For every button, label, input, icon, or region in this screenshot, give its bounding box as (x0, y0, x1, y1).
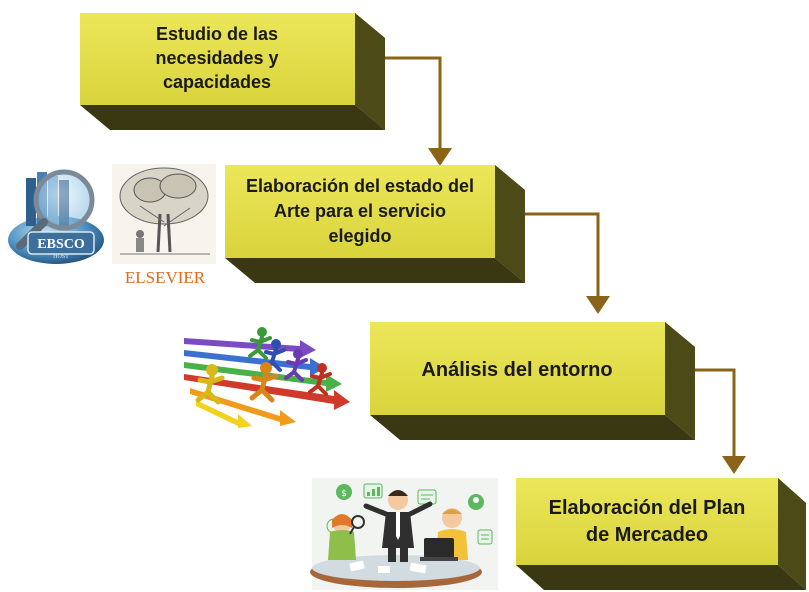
step-box-3-front (370, 322, 665, 415)
step-box-2-bottom (225, 258, 525, 283)
person-laptop-figure (420, 508, 468, 561)
runner-figure-yellow-icon (195, 364, 225, 405)
magnifier-lens-icon (33, 169, 95, 231)
meeting-table-top (312, 555, 480, 581)
magnifier-icon (351, 515, 365, 529)
runner-figure-red-icon (308, 363, 332, 396)
svg-text:$: $ (341, 489, 347, 499)
step-box-4-line-2: de Mercadeo (586, 524, 708, 546)
step-box-3-line-1: Análisis del entorno (421, 359, 612, 381)
step-box-4-line-1: Elaboración del Plan (549, 497, 746, 519)
person-woman-figure (328, 514, 365, 560)
step-box-4-side (778, 478, 806, 590)
race-arrows-illustration (184, 327, 350, 428)
step-box-3-bottom (370, 415, 695, 440)
elsevier-label: ELSEVIER (125, 268, 206, 287)
idea-bubble-icon (468, 494, 484, 510)
chat-bubble-icon: $ (336, 484, 352, 500)
step-box-2-side (495, 165, 525, 283)
ebsco-sub-label: HOST (53, 254, 69, 260)
step-box-1-front (80, 13, 355, 105)
connector-1 (360, 56, 452, 166)
runner-figure-blue-icon (262, 339, 286, 372)
connector-2-arrowhead (586, 296, 610, 314)
chart-card-icon (363, 483, 383, 499)
runner-figure-purple-icon (284, 349, 308, 382)
step-box-1-line-3: capacidades (163, 72, 271, 92)
ebsco-label-plate (27, 231, 95, 255)
step-box-2: Elaboración del estado del Arte para el … (225, 165, 525, 283)
step-box-2-line-1: Elaboración del estado del (246, 176, 474, 196)
connector-1-arrowhead (428, 148, 452, 166)
step-box-1-side (355, 13, 385, 130)
step-box-3-side (665, 322, 695, 440)
step-box-1-line-2: necesidades y (155, 48, 278, 68)
race-arrow-yellow (196, 400, 252, 428)
connector-2 (500, 212, 610, 314)
laptop-icon (424, 538, 454, 558)
runner-figure-orange-icon (249, 362, 279, 403)
ebsco-logo: EBSCO HOST (8, 169, 104, 264)
step-box-4: Elaboración del Plan de Mercadeo (516, 478, 806, 590)
team-meeting-illustration: $ (310, 478, 498, 590)
step-box-2-line-3: elegido (328, 226, 391, 246)
runner-figure-green-icon (248, 327, 272, 360)
list-card-icon (477, 529, 493, 545)
connector-3-arrowhead (722, 456, 746, 474)
step-box-2-line-2: Arte para el servicio (274, 201, 446, 221)
step-box-2-front (225, 165, 495, 258)
ebsco-book-1 (26, 178, 36, 226)
step-box-4-front (516, 478, 778, 565)
step-box-1-bottom (80, 105, 385, 130)
ebsco-label: EBSCO (37, 237, 85, 252)
step-box-1-line-1: Estudio de las (156, 24, 278, 44)
scholar-figure-icon (136, 230, 144, 252)
tree-icon (119, 167, 210, 255)
race-arrow-blue (184, 350, 326, 376)
step-box-3: Análisis del entorno (370, 322, 695, 440)
elsevier-logo: ELSEVIER (112, 164, 216, 287)
step-box-4-bottom (516, 565, 806, 590)
step-box-1: Estudio de las necesidades y capacidades (80, 13, 385, 130)
person-presenter-figure (363, 490, 433, 562)
document-card-icon (417, 489, 437, 505)
race-arrow-purple (184, 338, 316, 358)
